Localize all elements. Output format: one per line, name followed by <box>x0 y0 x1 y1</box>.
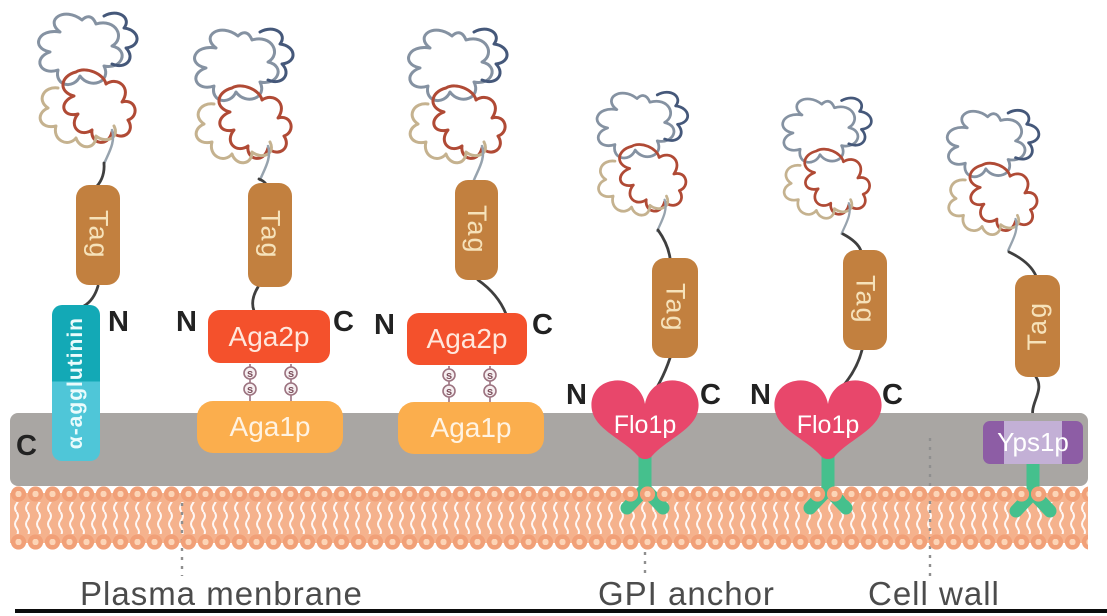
aga2p-label: Aga2p <box>426 323 508 354</box>
n-terminus-2: N <box>176 306 197 338</box>
disulfide-s: s <box>446 370 452 382</box>
disulfide-s: s <box>288 384 294 396</box>
bottom-border-line <box>15 609 1107 613</box>
tag-label: Tag <box>1022 301 1052 351</box>
aga1p-label: Aga1p <box>229 411 311 442</box>
yps1p-label: Yps1p <box>997 427 1069 457</box>
aga2p-box-1: Aga2p <box>208 310 330 363</box>
flo1p-label-2: Flo1p <box>796 411 860 439</box>
n-terminus-3: N <box>374 309 395 341</box>
c-terminus-1: C <box>16 430 37 462</box>
n-terminus-5: N <box>750 379 771 411</box>
disulfide-s: s <box>446 386 452 398</box>
cell-wall-label: Cell wall <box>868 575 1000 612</box>
tag-label: Tag <box>83 210 114 260</box>
tag-box-5: Tag <box>843 250 887 350</box>
plasma-membrane-label: Plasma menbrane <box>80 575 363 612</box>
tag-box-2: Tag <box>248 183 292 287</box>
alpha-agglutinin-label: α-agglutinin <box>64 316 87 450</box>
flo1p-label-1: Flo1p <box>613 411 677 439</box>
gpi-anchor-label: GPI anchor <box>598 575 775 612</box>
c-terminus-3: C <box>532 309 553 341</box>
disulfide-s: s <box>288 368 294 380</box>
tag-label: Tag <box>462 205 492 255</box>
tag-label: Tag <box>255 210 286 260</box>
disulfide-s: s <box>247 384 253 396</box>
tag-box-3: Tag <box>455 180 498 280</box>
alpha-agglutinin-box: α-agglutinin <box>52 305 100 461</box>
c-terminus-4: C <box>700 379 721 411</box>
lipid-heads-bottom-row <box>10 534 1088 550</box>
c-terminus-5: C <box>882 379 903 411</box>
tag-box-1: Tag <box>76 185 120 285</box>
disulfide-bonds: s s s s s s s s <box>243 364 497 404</box>
disulfide-s: s <box>487 370 493 382</box>
yps1p-box: Yps1p <box>983 421 1083 464</box>
aga1p-box-1: Aga1p <box>197 401 343 453</box>
tag-label: Tag <box>850 275 881 325</box>
disulfide-s: s <box>247 368 253 380</box>
n-terminus-4: N <box>566 379 587 411</box>
protein-ribbon-icon <box>37 11 1041 253</box>
aga1p-label: Aga1p <box>430 412 512 443</box>
tag-box-4: Tag <box>652 258 698 358</box>
tag-label: Tag <box>660 283 691 333</box>
n-terminus-1: N <box>108 306 129 338</box>
c-terminus-2: C <box>333 306 354 338</box>
aga1p-box-2: Aga1p <box>398 402 544 454</box>
disulfide-s: s <box>487 386 493 398</box>
aga2p-box-2: Aga2p <box>407 313 527 365</box>
aga2p-label: Aga2p <box>228 320 310 352</box>
tag-box-6: Tag <box>1015 275 1060 377</box>
lipid-heads-top-row <box>10 486 1088 502</box>
cell-wall-band <box>10 413 1088 486</box>
